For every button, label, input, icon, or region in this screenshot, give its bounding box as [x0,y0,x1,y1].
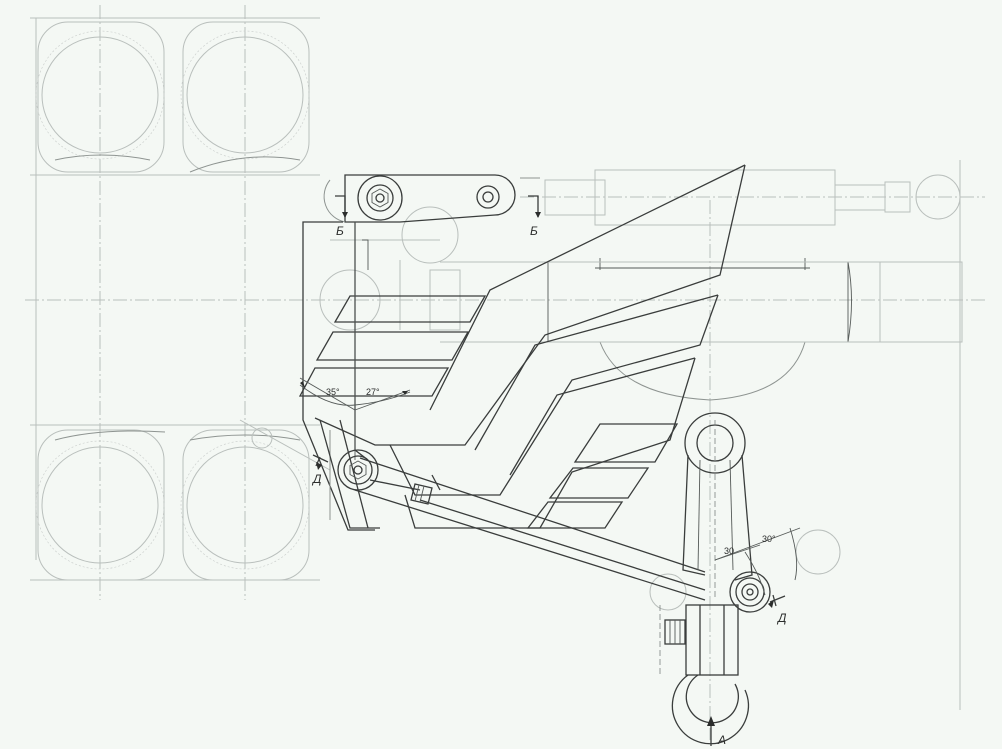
section-label-d-right: Д [776,611,787,625]
centre-lines [25,5,985,740]
section-mark-d-right: Д [768,594,787,625]
section-mark-d-left: Д [311,454,329,486]
pivot-joint-left [337,449,379,491]
angle-label-30: 30 [724,546,734,556]
stripe-group-left [298,295,487,397]
angle-upper: 35° 27° [299,222,411,460]
angle-label-27: 27° [366,387,380,397]
angle-label-35: 35° [326,387,340,397]
section-label-a: А [717,733,726,747]
wheel-top-right [180,21,310,173]
chevron-bracket [314,164,746,529]
frame-beam [440,258,963,401]
section-mark-b-left: Б [335,195,348,238]
wheel-bottom-left [35,429,166,581]
section-label-d-left: Д [311,472,322,486]
wheel-top-left [35,21,165,173]
right-lever [682,412,753,600]
wheel-axle-lines [30,17,320,581]
tie-rod [354,457,706,601]
hydraulic-cylinder [520,169,985,226]
section-mark-b-right: Б [528,195,541,238]
construction-circles [239,206,841,611]
angle-lower: 30 30° [714,527,801,596]
wheel-bottom-right [180,429,310,581]
section-label-b-left: Б [336,224,344,238]
angle-label-30-deg: 30° [762,534,776,544]
upper-link [323,174,540,223]
hook-assembly [659,604,750,745]
view-arrow-a: А [707,716,726,747]
stripe-group-right [526,423,679,529]
section-label-b-right: Б [530,224,538,238]
